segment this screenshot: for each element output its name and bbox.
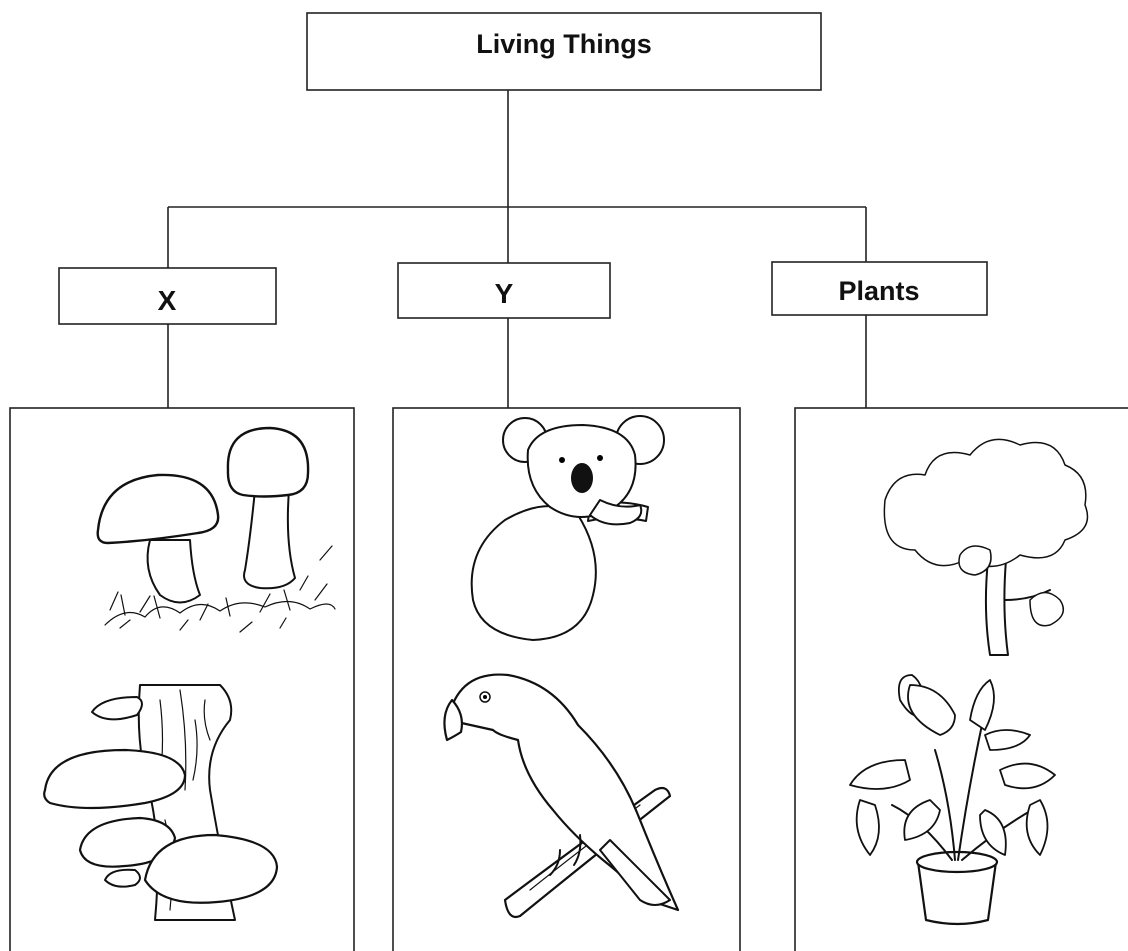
- tree-connectors: [168, 90, 866, 408]
- category-node-plants: Plants: [772, 262, 987, 315]
- category-label-plants: Plants: [838, 276, 919, 306]
- category-node-x: X: [59, 268, 276, 324]
- root-node: Living Things: [307, 13, 821, 90]
- root-label: Living Things: [476, 29, 652, 59]
- category-node-y: Y: [398, 263, 610, 318]
- category-label-x: X: [158, 285, 177, 316]
- category-label-y: Y: [495, 278, 514, 309]
